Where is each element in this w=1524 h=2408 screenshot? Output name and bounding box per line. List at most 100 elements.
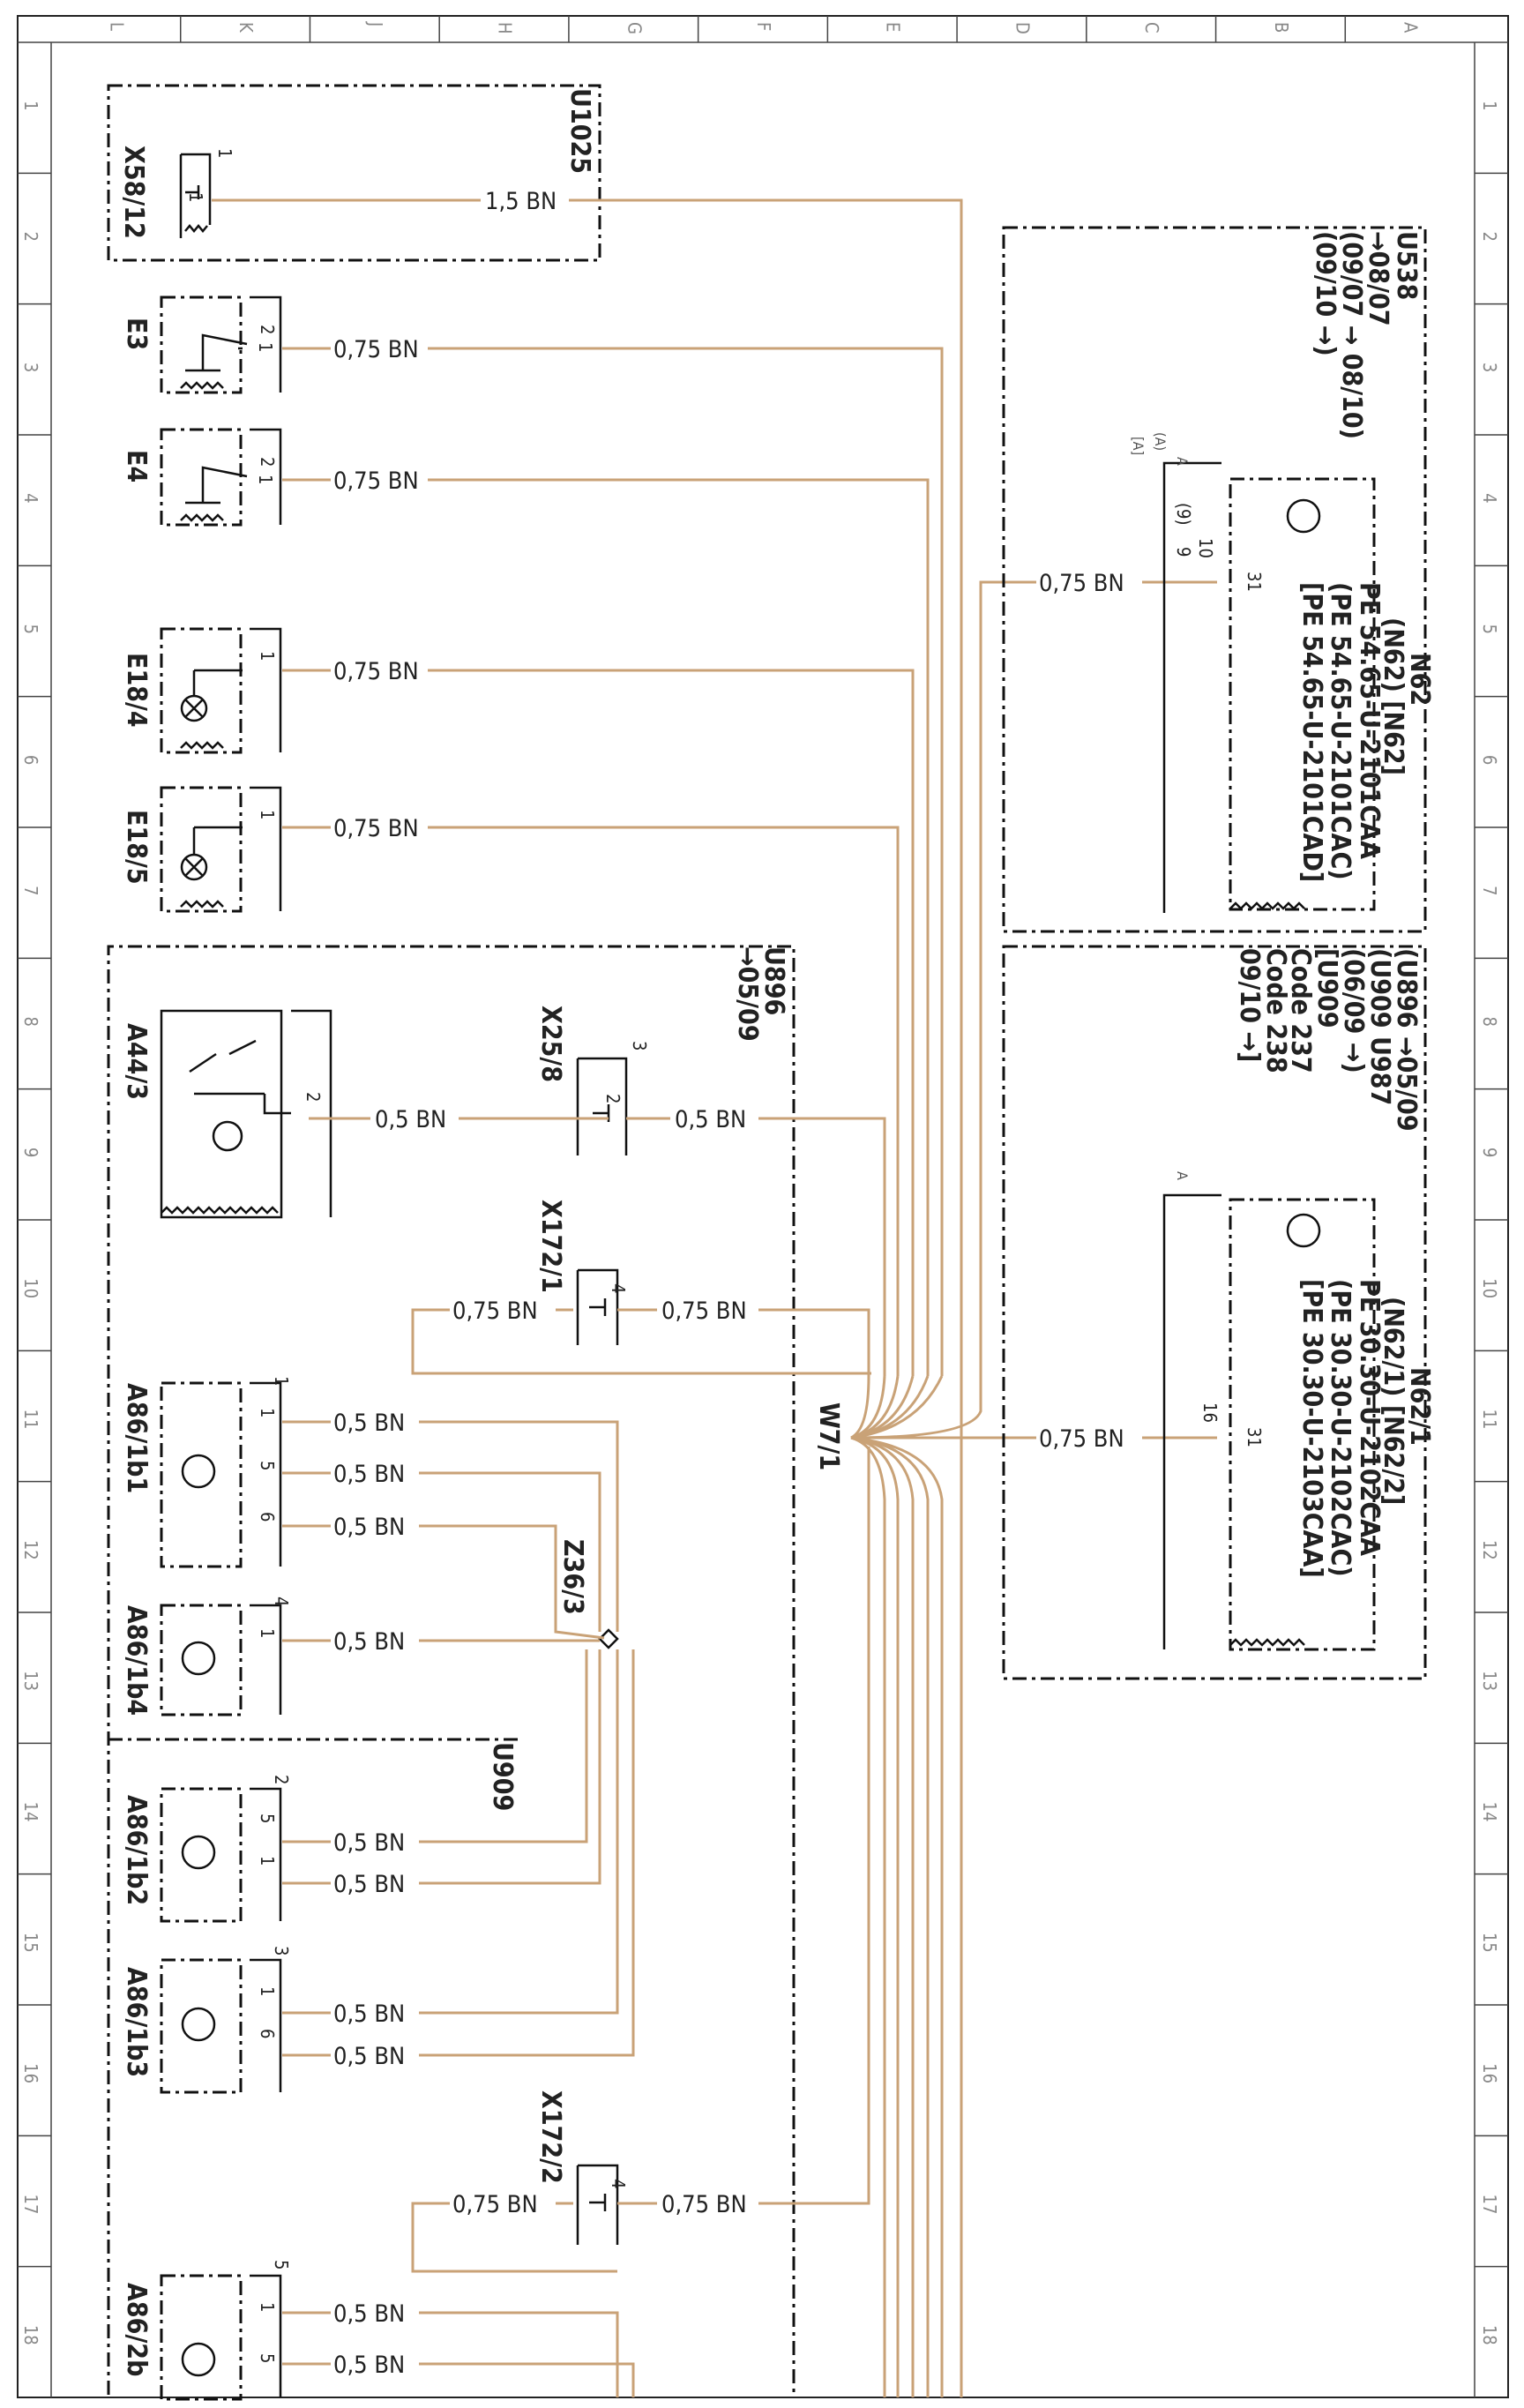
- n62-1-sensor-icon: [1286, 1213, 1321, 1248]
- n62-label: N62: [1404, 653, 1435, 706]
- a86-1b1-pin-1: 1: [271, 1376, 292, 1386]
- wire-label-n62-1: 0,75 BN: [1039, 1425, 1124, 1453]
- row-label-1-left: 1: [20, 101, 41, 110]
- u538-box: [1002, 226, 1427, 933]
- e4-pin-2: 2: [257, 457, 278, 467]
- e4-label: E4: [121, 450, 152, 482]
- n62-pin-A3: [A]: [1130, 437, 1147, 455]
- row-label-12-right: 12: [1479, 1540, 1500, 1560]
- row-label-17-left: 17: [20, 2195, 41, 2215]
- a86-1b3-box: [160, 1958, 243, 2094]
- a86-2b-frame: [250, 2274, 282, 2397]
- row-label-16-left: 16: [20, 2063, 41, 2083]
- u538-note-2: (09/07 → 08/10): [1336, 231, 1367, 439]
- row-label-6-left: 6: [20, 755, 41, 765]
- u896-box: [107, 945, 796, 2395]
- a86-1b1-label: A86/1b1: [121, 1383, 152, 1493]
- wire-label-n62: 0,75 BN: [1039, 570, 1124, 597]
- a86-1b2-pin-1: 1: [257, 1856, 278, 1866]
- a86-1b1-pin-6: 6: [257, 1512, 278, 1522]
- n62-1-frame: [1162, 1193, 1305, 1649]
- a86-1b3-pin-3: 3: [271, 1946, 292, 1956]
- drawing-frame: [17, 15, 1509, 2398]
- u896-note-1: (U896 →05/09: [1391, 948, 1422, 1132]
- e3-pin-1: 1: [255, 342, 276, 352]
- row-label-5-left: 5: [20, 624, 41, 634]
- row-label-8-right: 8: [1479, 1017, 1500, 1027]
- n62-1-note-1: (N62/1) [N62/2]: [1378, 1297, 1408, 1505]
- x58-12-pin-1: 1: [214, 148, 235, 158]
- row-label-15-right: 15: [1479, 1933, 1500, 1953]
- a44-3-zigzag: [161, 1206, 279, 1215]
- column-label-e: E: [883, 22, 904, 32]
- row-label-7-left: 7: [20, 886, 41, 895]
- row-label-13-right: 13: [1479, 1671, 1500, 1691]
- z36-3-junction-symbol: [598, 1628, 619, 1649]
- a86-1b4-frame: [250, 1604, 282, 1715]
- wire-label-a86-1b1-b: 0,5 BN: [333, 1461, 405, 1488]
- n62-pin-A: A: [1174, 457, 1191, 466]
- e18-5-box: [160, 786, 243, 913]
- n62-note-4: [PE 54.65-U-2101CAD]: [1296, 582, 1327, 882]
- a86-1b3-pin-6: 6: [257, 2029, 278, 2038]
- n62-note-1: (N62) [N62]: [1378, 617, 1408, 775]
- e18-5-lamp-cross: [180, 786, 282, 911]
- a86-1b1-pin-1b: 1: [257, 1408, 278, 1417]
- a86-1b2-frame: [250, 1787, 282, 1921]
- n62-1-note-2: PE 30.30-U-2102CAA: [1354, 1279, 1385, 1556]
- a86-1b2-pin-2: 2: [271, 1775, 292, 1784]
- wire-label-group: 1,5 BN 0,75 BN 0,75 BN 0,75 BN 0,75 BN 0…: [331, 185, 1142, 2379]
- u538-note-3: (09/10 →): [1310, 231, 1341, 356]
- wire-label-x172-2-in: 0,75 BN: [452, 2191, 538, 2218]
- x25-8-pin-2: 2: [602, 1094, 624, 1103]
- n62-pin-31: 31: [1244, 572, 1265, 592]
- a86-2b-pin-1: 1: [257, 2302, 278, 2312]
- x172-2-label: X172/2: [535, 2090, 566, 2184]
- row-label-2-right: 2: [1479, 232, 1500, 242]
- n62-pin-A2: (A): [1152, 432, 1169, 451]
- u896-label: U896: [758, 946, 789, 1015]
- a86-1b4-box: [160, 1604, 243, 1716]
- u896-note-2: (U909 U987: [1364, 948, 1395, 1105]
- row-label-17-right: 17: [1479, 2195, 1500, 2215]
- u896-note-4: [U909: [1311, 948, 1342, 1028]
- wire-label-a86-1b2-a: 0,5 BN: [333, 1829, 405, 1857]
- a86-2b-pin-5b: 5: [257, 2353, 278, 2363]
- a86-1b2-label: A86/1b2: [121, 1795, 152, 1905]
- wire-label-e3: 0,75 BN: [333, 336, 419, 363]
- row-label-12-left: 12: [20, 1540, 41, 1560]
- n62-pin-9: (9): [1173, 503, 1194, 526]
- e18-4-pin-1: 1: [257, 651, 278, 661]
- x25-8-label: X25/8: [535, 1006, 566, 1082]
- column-label-l: L: [106, 22, 127, 31]
- e18-4-label: E18/4: [121, 653, 152, 728]
- x172-1-pin-4: 4: [608, 1283, 629, 1293]
- a86-1b1-pin-5: 5: [257, 1461, 278, 1470]
- row-label-9-right: 9: [1479, 1148, 1500, 1157]
- row-label-14-right: 14: [1479, 1802, 1500, 1822]
- wire-label-a86-2b-b: 0,5 BN: [333, 2352, 405, 2379]
- a86-1b4-pin-1: 1: [257, 1628, 278, 1638]
- row-label-18-left: 18: [20, 2325, 41, 2345]
- row-label-9-left: 9: [20, 1148, 41, 1157]
- x172-2-pin-4: 4: [608, 2179, 629, 2188]
- e4-box: [160, 428, 243, 527]
- column-label-h: H: [495, 22, 516, 34]
- a86-1b1-sensor-icon: [181, 1454, 216, 1489]
- wire-label-a86-1b2-b: 0,5 BN: [333, 1871, 405, 1898]
- u1025-label: U1025: [564, 88, 595, 174]
- row-label-18-right: 18: [1479, 2325, 1500, 2345]
- column-label-f: F: [753, 22, 774, 31]
- wire-label-a86-1b4: 0,5 BN: [333, 1628, 405, 1656]
- wire-label-a86-1b3-a: 0,5 BN: [333, 2000, 405, 2028]
- column-label-j: J: [365, 21, 386, 26]
- a44-3-switch-symbol: [189, 1009, 332, 1217]
- row-label-3-right: 3: [1479, 363, 1500, 372]
- row-label-14-left: 14: [20, 1802, 41, 1822]
- n62-1-label: N62/1: [1404, 1367, 1435, 1446]
- u1025-box: [107, 84, 601, 262]
- x172-1-label: X172/1: [535, 1200, 566, 1293]
- n62-frame: [1162, 461, 1305, 913]
